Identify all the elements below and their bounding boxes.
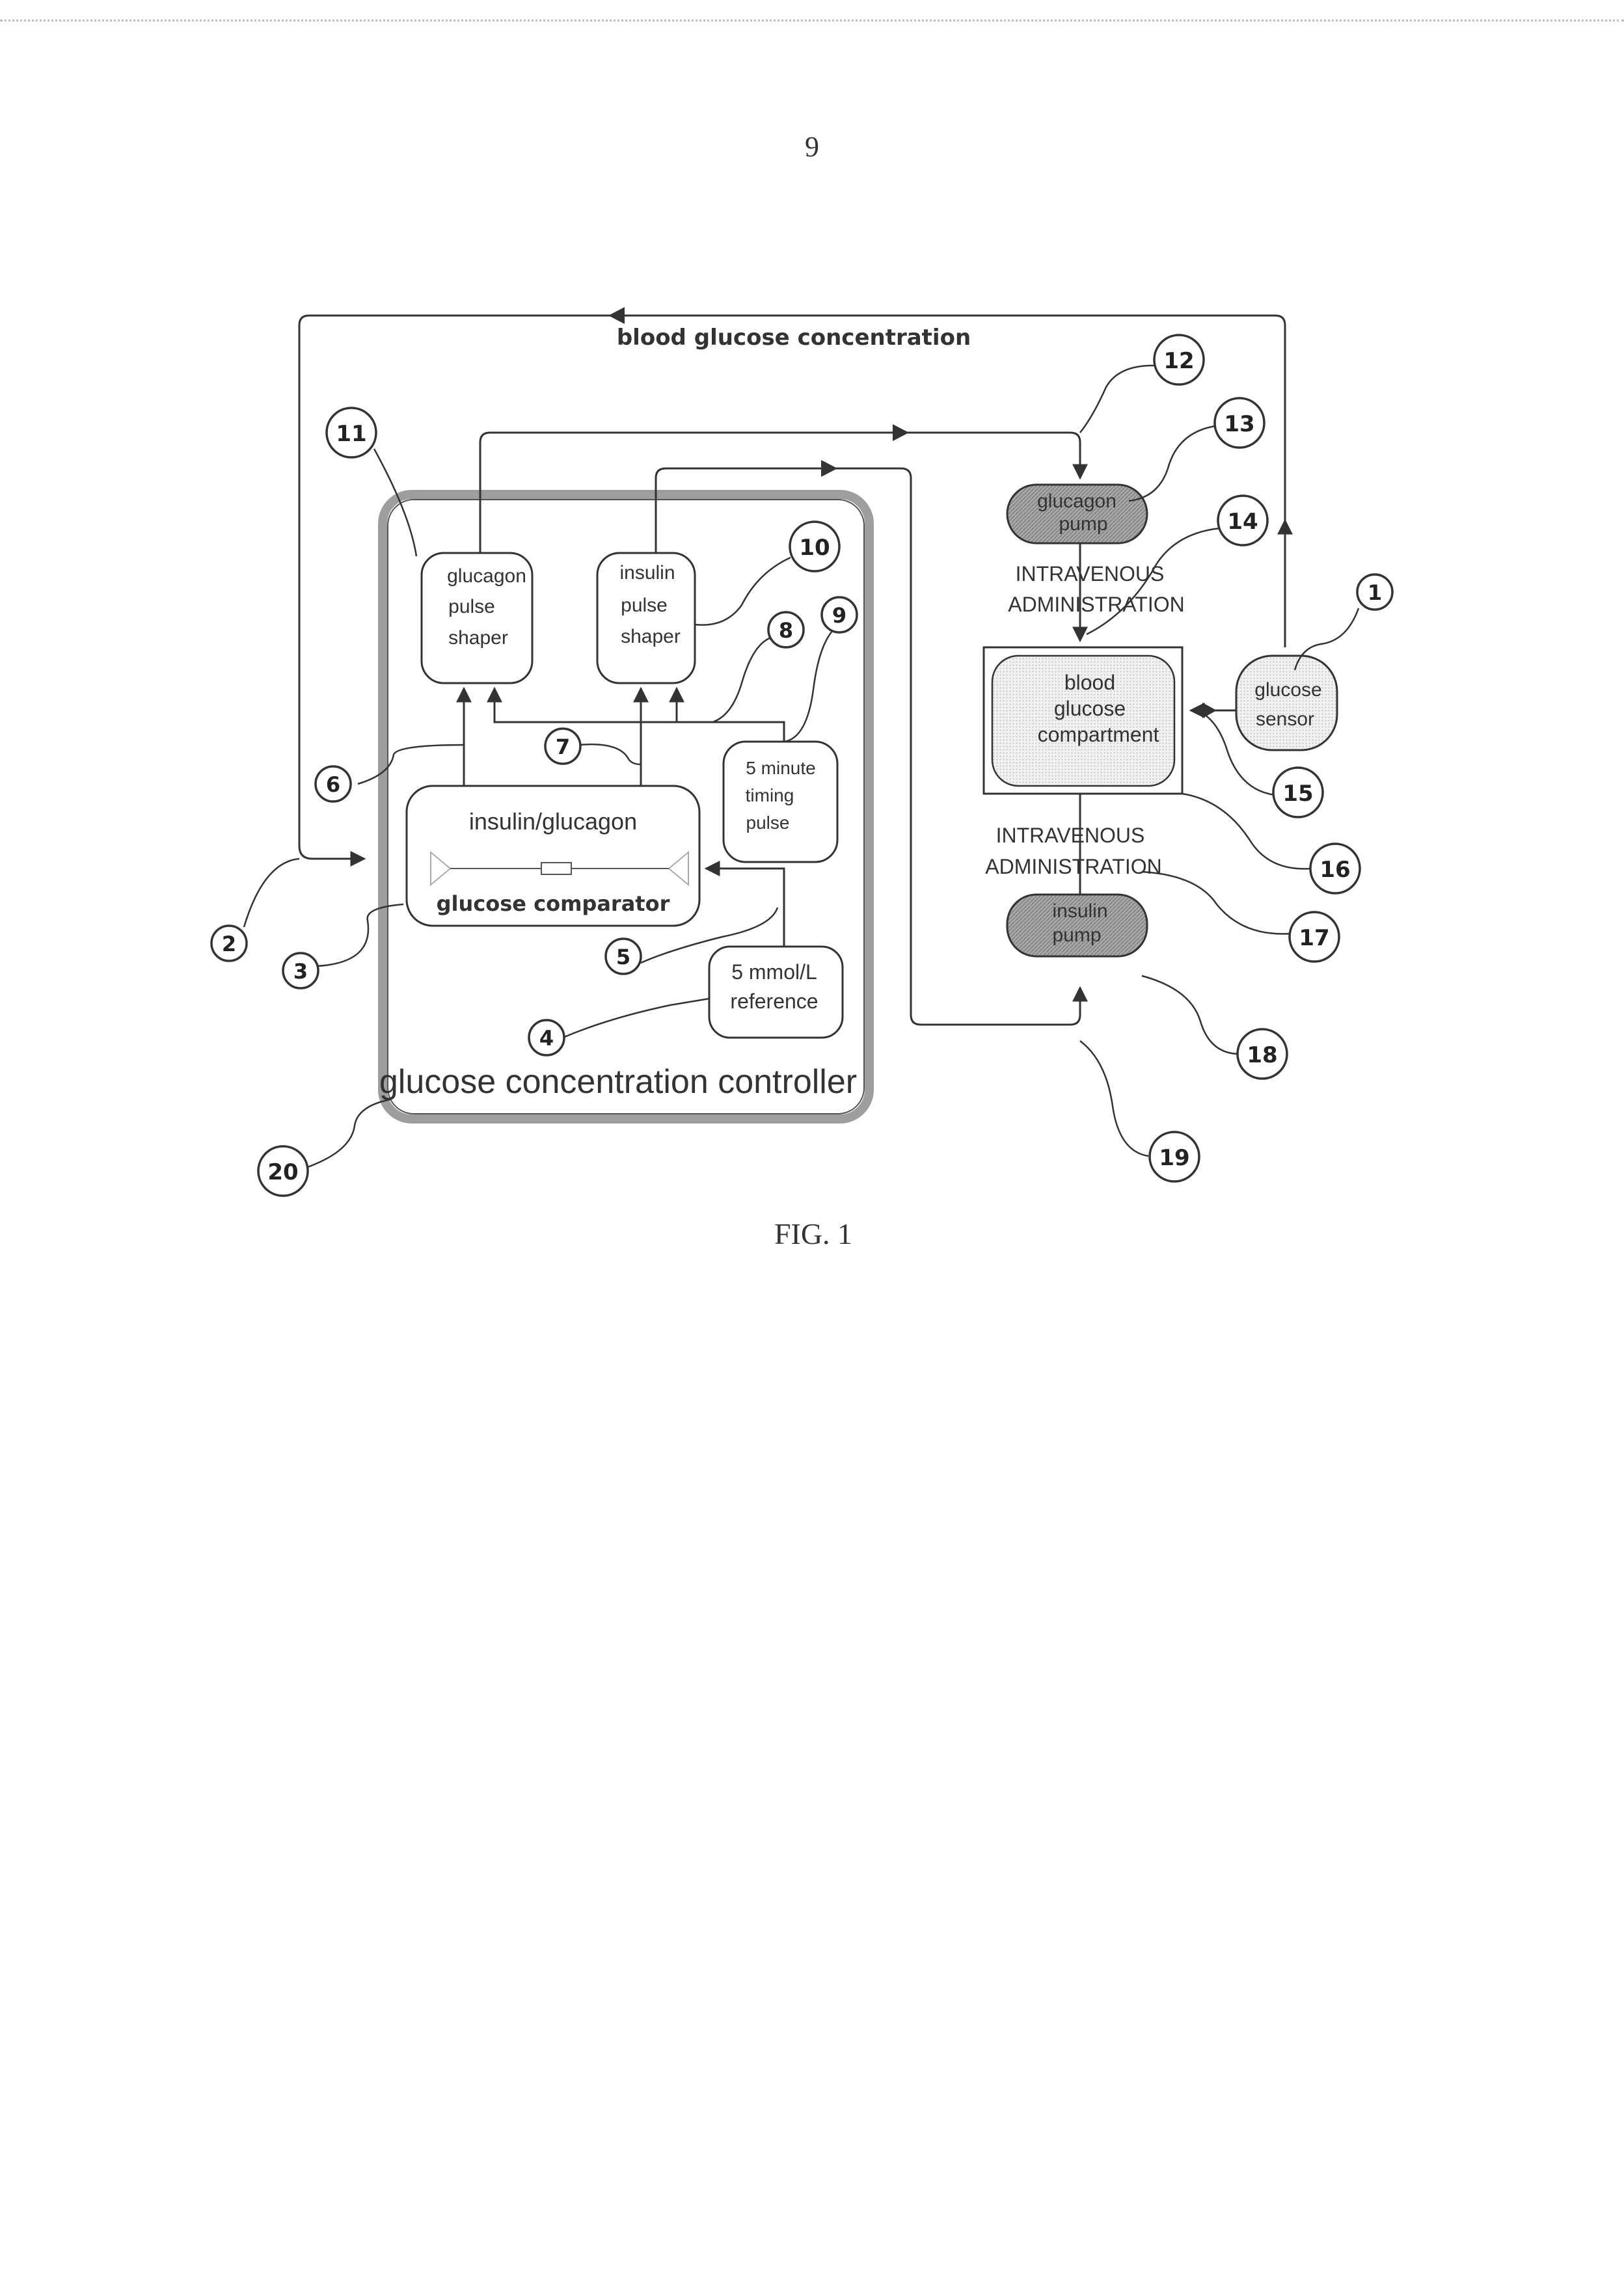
svg-text:12: 12 [1163, 348, 1194, 374]
svg-text:7: 7 [556, 734, 570, 759]
controller-label: glucose concentration controller [379, 1063, 857, 1101]
feedback-arrowhead [608, 307, 625, 324]
svg-text:insulin: insulin [1052, 900, 1107, 922]
svg-text:5 minute: 5 minute [746, 758, 815, 778]
svg-text:18: 18 [1247, 1042, 1277, 1068]
ref-numeral-15: 15 [1273, 768, 1323, 817]
svg-text:glucose: glucose [1254, 679, 1321, 701]
svg-text:5 mmol/L: 5 mmol/L [731, 960, 817, 984]
timing-pulse-block: 5 minute timing pulse [724, 742, 837, 862]
ref-numeral-6: 6 [316, 766, 351, 801]
ref-numeral-14: 14 [1218, 496, 1267, 545]
feedback-label: blood glucose concentration [617, 325, 971, 351]
svg-text:glucose comparator: glucose comparator [437, 891, 670, 916]
svg-text:4: 4 [539, 1026, 554, 1051]
svg-text:1: 1 [1368, 580, 1382, 605]
glucagon-pump: glucagon pump [1007, 485, 1147, 543]
ref-numeral-3: 3 [283, 953, 318, 988]
ref-numeral-9: 9 [822, 597, 857, 632]
svg-text:pulse: pulse [746, 813, 790, 833]
ref-numeral-10: 10 [790, 522, 839, 571]
svg-text:blood: blood [1064, 671, 1115, 694]
svg-text:6: 6 [326, 772, 340, 797]
svg-text:19: 19 [1159, 1145, 1189, 1171]
ref-numeral-2: 2 [211, 926, 247, 961]
ref-numeral-13: 13 [1215, 398, 1264, 448]
glucose-comparator: insulin/glucagon glucose comparator [407, 786, 699, 926]
iv-label-upper: INTRAVENOUS ADMINISTRATION [1008, 562, 1184, 616]
blood-glucose-compartment: blood glucose compartment [984, 647, 1182, 794]
reference-block: 5 mmol/L reference [709, 947, 843, 1038]
ref-numeral-16: 16 [1310, 844, 1360, 893]
svg-text:glucose: glucose [1054, 697, 1126, 720]
svg-text:shaper: shaper [621, 626, 681, 647]
svg-text:pulse: pulse [448, 596, 495, 617]
svg-text:pump: pump [1059, 513, 1107, 535]
svg-text:INTRAVENOUS: INTRAVENOUS [1016, 562, 1165, 586]
svg-text:pulse: pulse [621, 595, 668, 616]
svg-text:14: 14 [1227, 509, 1258, 535]
svg-text:17: 17 [1299, 925, 1329, 951]
svg-text:15: 15 [1282, 781, 1313, 807]
svg-text:9: 9 [832, 603, 846, 628]
insulin-pump: insulin pump [1007, 895, 1147, 956]
svg-text:INTRAVENOUS: INTRAVENOUS [996, 824, 1145, 847]
svg-text:ADMINISTRATION: ADMINISTRATION [985, 855, 1161, 878]
ref-numeral-7: 7 [545, 729, 580, 764]
ref-numeral-18: 18 [1238, 1029, 1287, 1079]
ref-numeral-20: 20 [258, 1146, 308, 1196]
ref-numeral-1: 1 [1357, 574, 1392, 610]
svg-text:reference: reference [730, 990, 818, 1013]
svg-text:2: 2 [222, 932, 236, 956]
svg-text:ADMINISTRATION: ADMINISTRATION [1008, 593, 1184, 616]
figure-caption: FIG. 1 [670, 1217, 956, 1251]
svg-text:compartment: compartment [1038, 723, 1159, 746]
ref-numeral-8: 8 [768, 612, 804, 647]
svg-text:insulin/glucagon: insulin/glucagon [469, 808, 637, 835]
svg-text:5: 5 [616, 945, 630, 969]
svg-text:11: 11 [336, 421, 366, 447]
ref-numeral-17: 17 [1290, 912, 1339, 962]
svg-text:timing: timing [746, 785, 794, 805]
svg-text:insulin: insulin [619, 562, 675, 584]
svg-text:3: 3 [293, 959, 308, 984]
glucagon-pulse-shaper: glucagon pulse shaper [422, 553, 532, 683]
svg-text:10: 10 [799, 535, 830, 561]
ref-numeral-4: 4 [529, 1020, 564, 1055]
ref-numeral-19: 19 [1150, 1132, 1199, 1181]
ref-numeral-5: 5 [606, 939, 641, 974]
svg-text:sensor: sensor [1256, 708, 1314, 730]
svg-text:glucagon: glucagon [447, 565, 526, 587]
svg-text:shaper: shaper [448, 627, 508, 649]
svg-text:13: 13 [1224, 411, 1254, 437]
ref-numeral-12: 12 [1154, 335, 1204, 384]
svg-text:pump: pump [1052, 924, 1101, 946]
iv-label-lower: INTRAVENOUS ADMINISTRATION [985, 824, 1161, 878]
ref-numeral-11: 11 [327, 408, 376, 457]
svg-text:8: 8 [779, 618, 793, 643]
glucose-sensor: glucose sensor [1236, 656, 1337, 750]
insulin-pulse-shaper: insulin pulse shaper [597, 553, 695, 683]
svg-text:16: 16 [1320, 857, 1350, 883]
svg-text:20: 20 [267, 1159, 298, 1185]
svg-text:glucagon: glucagon [1037, 491, 1116, 512]
